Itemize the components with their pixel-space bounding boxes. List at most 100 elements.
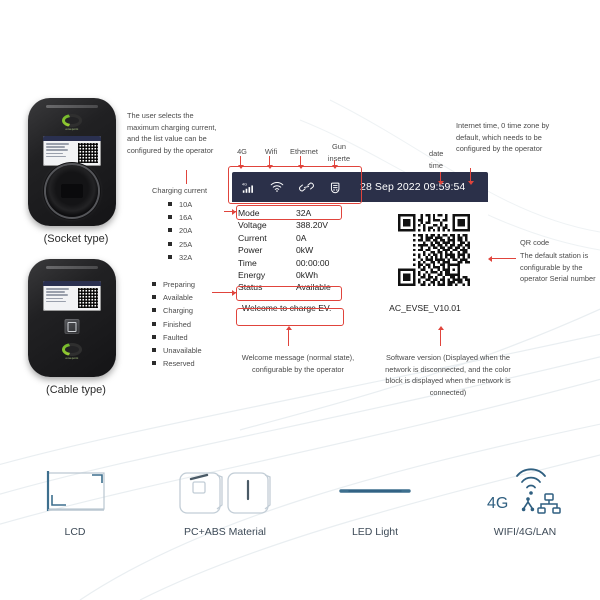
leader-arrow [232, 208, 236, 215]
leader-line [269, 156, 270, 166]
list-item: 20A [168, 224, 192, 237]
feature-caption: LCD [64, 526, 86, 538]
parameter-row: Mode 32A [238, 207, 380, 219]
parameter-row: Status Available [238, 281, 380, 293]
parameter-value: 0kW [296, 245, 314, 256]
leader-line [186, 170, 187, 184]
display-body: Mode 32A Voltage 388.20V Current 0A Powe… [232, 202, 488, 298]
leader-arrow [232, 289, 236, 296]
feature-strip: LCD PC+ABS Material [0, 460, 600, 570]
label-charging-current: Charging current [152, 186, 208, 195]
feature-caption: WIFI/4G/LAN [493, 526, 557, 538]
list-item: 25A [168, 238, 192, 251]
feature-caption: PC+ABS Material [184, 526, 266, 538]
evse-display: 4G [232, 172, 488, 323]
parameter-value: 00:00:00 [296, 257, 330, 268]
product-label-cable: (Cable type) [46, 384, 106, 396]
charger-cable-type: evsepoint [28, 259, 116, 377]
leader-line [224, 211, 236, 212]
list-item: Faulted [152, 331, 202, 344]
qr-code [398, 214, 470, 287]
leader-arrow [467, 181, 474, 185]
callout-gun-insert: Gun inserte [327, 142, 351, 163]
leader-arrow [266, 165, 273, 169]
annotation-charging-current-note: The user selects the maximum charging cu… [127, 111, 217, 155]
list-item: 32A [168, 251, 192, 264]
list-item: 16A [168, 211, 192, 224]
leader-line [240, 156, 241, 166]
parameter-row: Power 0kW [238, 244, 380, 256]
parameter-key: Status [238, 282, 263, 293]
status-led-strip [46, 105, 98, 108]
parameter-row: Voltage 388.20V [238, 219, 380, 231]
ethernet-link-icon [299, 181, 314, 193]
parameter-key: Mode [238, 208, 260, 218]
brand-logo: evsepoint [59, 114, 85, 132]
lcd-qr-icon [78, 288, 98, 308]
list-item: Unavailable [152, 344, 202, 357]
led-bar-icon [335, 460, 415, 522]
parameter-key: Current [238, 232, 267, 243]
parameter-key: Time [238, 257, 257, 268]
parameter-value: 388.20V [296, 220, 329, 231]
enclosure-icon [173, 460, 277, 522]
product-column: evsepoint (Socket type) [22, 98, 130, 396]
list-item: Charging [152, 304, 202, 317]
list-item: Reserved [152, 357, 202, 370]
leader-arrow [285, 326, 292, 330]
leader-line [440, 330, 441, 346]
list-item: Finished [152, 318, 202, 331]
annotation-internet-time-note: Internet time, 0 time zone by default, w… [456, 121, 550, 154]
leader-arrow [437, 326, 444, 330]
charger-lcd-screen [43, 281, 101, 311]
status-options-list: Preparing Available Charging Finished Fa… [152, 278, 202, 370]
annotation-qr-body: The default station is configurable by t… [520, 251, 596, 284]
charging-socket [46, 165, 98, 217]
parameter-key: Power [238, 245, 263, 256]
parameter-value: 0kWh [296, 270, 318, 281]
status-led-strip [46, 266, 98, 269]
software-version: AC_EVSE_V10.01 [389, 302, 461, 313]
parameter-key: Energy [238, 270, 266, 281]
leader-arrow [488, 255, 492, 262]
charging-current-list: 10A 16A 20A 25A 32A [168, 198, 192, 264]
callout-4g: 4G [237, 147, 247, 156]
callout-wifi: Wifi [264, 147, 278, 156]
leader-arrow [297, 165, 304, 169]
list-item: Available [152, 291, 202, 304]
rfid-reader-icon [64, 319, 80, 334]
feature-connectivity: 4G WIFI/4G/LAN [450, 460, 600, 570]
charger-lcd-screen [43, 136, 101, 166]
gun-insert-icon [329, 181, 342, 194]
display-datetime: 28 Sep 2022 09:59:54 [360, 181, 466, 193]
charger-socket-type: evsepoint [28, 98, 116, 226]
lcd-qr-icon [78, 143, 98, 163]
list-item: 10A [168, 198, 192, 211]
leader-line [470, 168, 471, 182]
annotation-version-note: Software version (Displayed when the net… [385, 353, 511, 397]
feature-lcd: LCD [0, 460, 150, 570]
qr-code-container [380, 207, 488, 294]
svg-text:4G: 4G [487, 495, 508, 512]
display-footer: Welcome to charge EV. AC_EVSE_V10.01 [232, 297, 488, 323]
status-icon-group: 4G [232, 181, 360, 194]
feature-material: PC+ABS Material [150, 460, 300, 570]
feature-caption: LED Light [351, 526, 399, 538]
svg-text:4G: 4G [242, 182, 247, 186]
annotation-welcome-note: Welcome message (normal state), configur… [241, 353, 355, 374]
signal-4g-icon: 4G [242, 181, 255, 194]
parameter-list: Mode 32A Voltage 388.20V Current 0A Powe… [232, 207, 380, 294]
parameter-value: 0A [296, 232, 307, 243]
callout-ethernet: Ethernet [290, 147, 318, 156]
parameter-value: Available [296, 282, 331, 293]
parameter-row: Current 0A [238, 232, 380, 244]
welcome-message: Welcome to charge EV. [242, 302, 332, 313]
leader-line [492, 258, 516, 259]
leader-arrow [437, 181, 444, 185]
parameter-key: Voltage [238, 220, 267, 231]
brand-logo: evsepoint [59, 343, 85, 361]
product-label-socket: (Socket type) [43, 233, 109, 245]
callout-date: date [429, 149, 444, 158]
annotation-qr-title: QR code [520, 238, 550, 247]
